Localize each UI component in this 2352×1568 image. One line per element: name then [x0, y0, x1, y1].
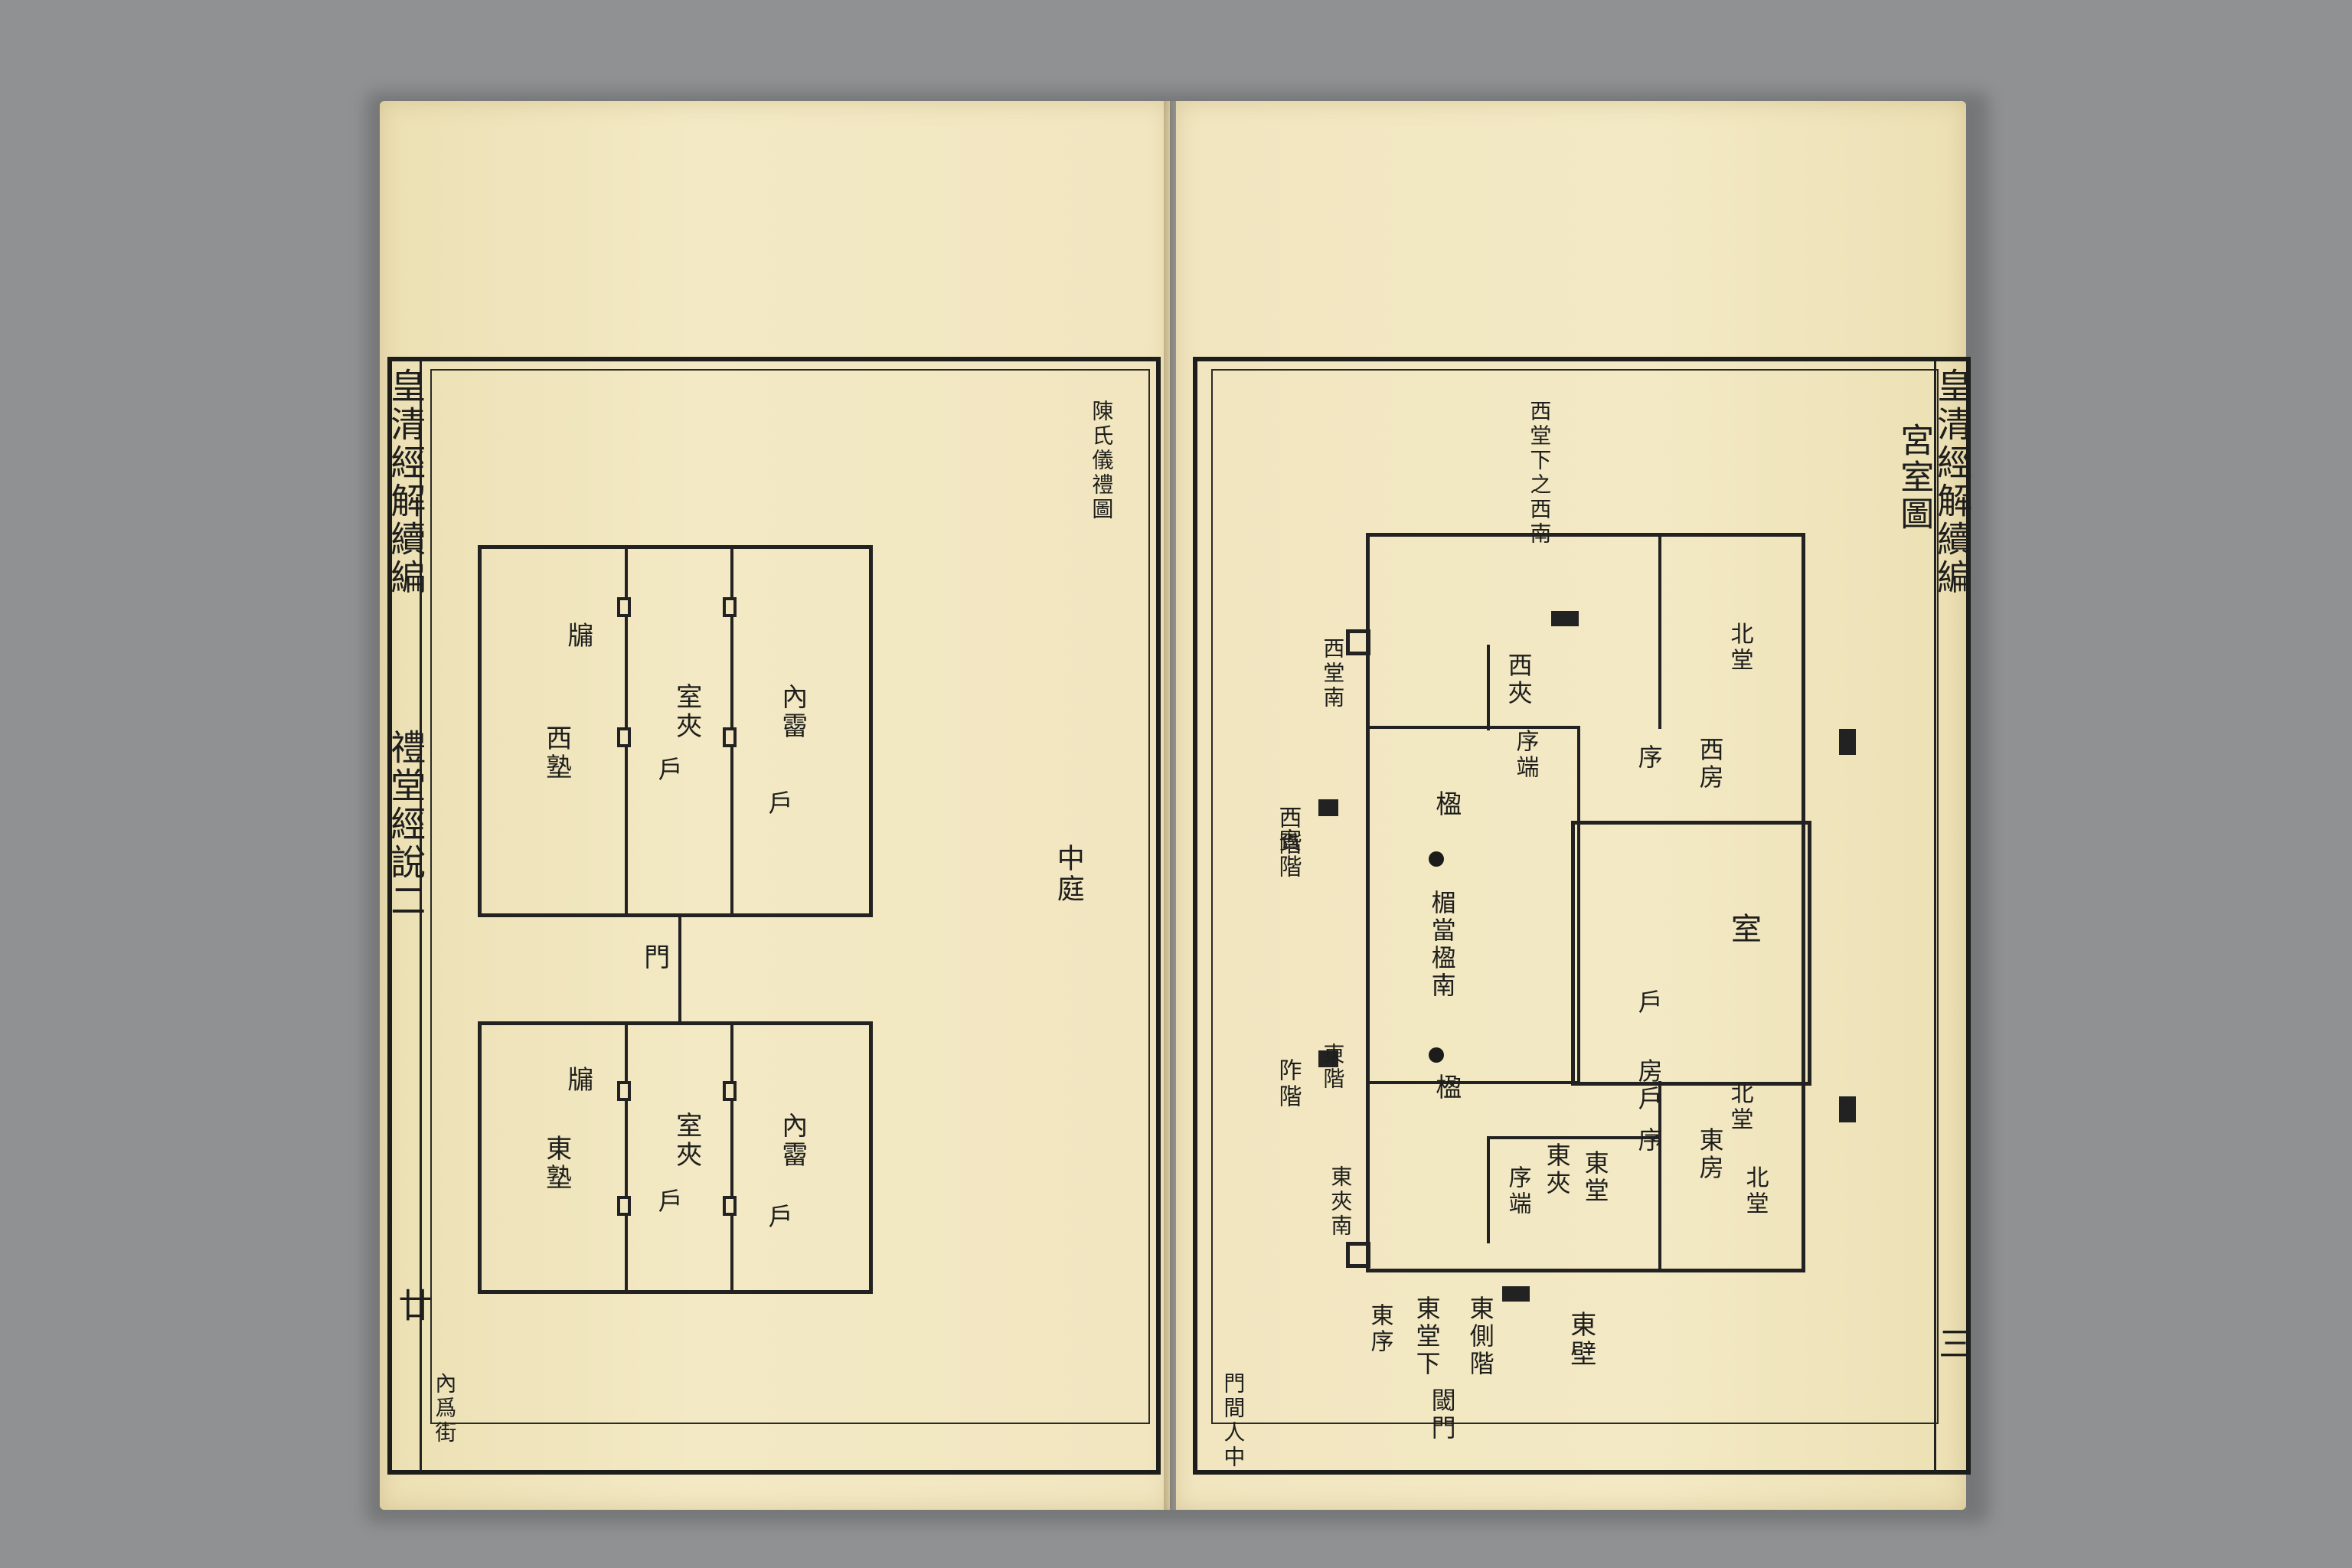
left-margin-title: 皇清經解續編: [385, 368, 427, 597]
right-top-note: 西堂下之西南: [1527, 400, 1553, 547]
west-duan-label: 序端: [1511, 729, 1539, 781]
fang-hu-label: 房戶: [1634, 1058, 1664, 1113]
north-top1-label: 北堂: [1726, 622, 1753, 674]
east-steps-label: 東階: [1320, 1043, 1346, 1092]
pillar-east-label: 楹: [1430, 1073, 1462, 1102]
east-hu-label: 戶: [654, 1188, 684, 1216]
west-inner-label: 內霤: [776, 683, 808, 741]
hall-center-label: 楣當楹南: [1427, 890, 1457, 1000]
east-building: [478, 1021, 873, 1294]
east-xu-label: 序: [1634, 1127, 1664, 1155]
dongxu-label: 東序: [1366, 1303, 1393, 1355]
east-duan-label: 序端: [1504, 1165, 1531, 1217]
gate-label: 門: [639, 943, 670, 972]
right-bottom-note: 門間人中: [1220, 1372, 1246, 1470]
west-hu-label: 戶: [654, 756, 684, 784]
left-margin-rule: [420, 361, 422, 1472]
east-inner-label: 內霤: [776, 1112, 808, 1170]
east-hu2-label: 戶: [764, 1204, 794, 1231]
east-room-label: 東塾: [541, 1135, 572, 1193]
west-room-label: 西塾: [541, 724, 572, 782]
east-hall-label: 東堂: [1580, 1150, 1610, 1205]
north-top2-label: 北堂: [1726, 1081, 1753, 1133]
right-margin-title: 皇清經解續編: [1932, 368, 1974, 597]
east-south-label: 東夾南: [1328, 1165, 1354, 1239]
left-bottom-note: 內爲街: [432, 1372, 458, 1446]
right-page: 皇清經解續編 三 宮室圖 西堂下之西南 門間人中 楹 楹 楣當楹南 室 戶 西房…: [1176, 101, 1973, 1510]
hall-outline: [1366, 533, 1805, 1272]
hu-label: 戶: [1634, 989, 1664, 1017]
left-margin-subtitle: 禮堂經說二: [385, 729, 427, 920]
west-hall-south-label: 西堂南: [1320, 637, 1346, 710]
host-steps-label: 阼階: [1274, 1058, 1302, 1110]
east-wall-label: 東壁: [1565, 1311, 1596, 1369]
right-page-number: 三: [1932, 1326, 1972, 1363]
right-page-frame: [1193, 357, 1971, 1475]
west-chamber-label: 室夾: [671, 683, 702, 741]
diagram-title: 宮室圖: [1894, 423, 1934, 533]
east-side-label: 東側階: [1465, 1295, 1495, 1378]
west-xu-label: 序: [1634, 744, 1664, 772]
west-jar-label: 西夾: [1504, 652, 1534, 707]
east-hall-below-label: 東堂下: [1412, 1295, 1442, 1378]
west-steps-label: 西階: [1274, 805, 1302, 858]
east-chamber-label: 室夾: [671, 1112, 702, 1170]
east-jar-label: 東夾: [1542, 1142, 1572, 1197]
west-hu2-label: 戶: [764, 790, 794, 818]
west-pillar-label: 牖: [562, 622, 593, 651]
courtyard-label: 中庭: [1052, 844, 1084, 905]
east-side-room-label: 東房: [1695, 1127, 1725, 1182]
left-page-frame: [387, 357, 1161, 1475]
pillar-west-dot: [1429, 851, 1444, 867]
gate-inner-label: 閾門: [1427, 1387, 1457, 1442]
room-label: 室: [1726, 913, 1761, 946]
east-pillar-label: 牖: [562, 1066, 593, 1095]
left-page-number: 廿: [392, 1288, 432, 1325]
right-margin-rule: [1934, 361, 1936, 1472]
west-side-room-label: 西房: [1695, 737, 1725, 792]
left-page-inner-frame: [430, 369, 1150, 1424]
room-box: [1571, 821, 1811, 1086]
pillar-west-label: 楹: [1430, 790, 1462, 819]
right-page-inner-frame: [1211, 369, 1939, 1424]
pillar-east-dot: [1429, 1047, 1444, 1063]
left-page: 皇清經解續編 禮堂經說二 廿 陳氏儀禮圖 內爲街 西塾 牖 室夾 戶 內霤 戶 …: [380, 101, 1170, 1510]
guest-steps-label: 賓階: [1274, 828, 1302, 880]
west-building: [478, 545, 873, 917]
left-top-note: 陳氏儀禮圖: [1089, 400, 1115, 522]
north-jar-label: 北堂: [1741, 1165, 1769, 1217]
